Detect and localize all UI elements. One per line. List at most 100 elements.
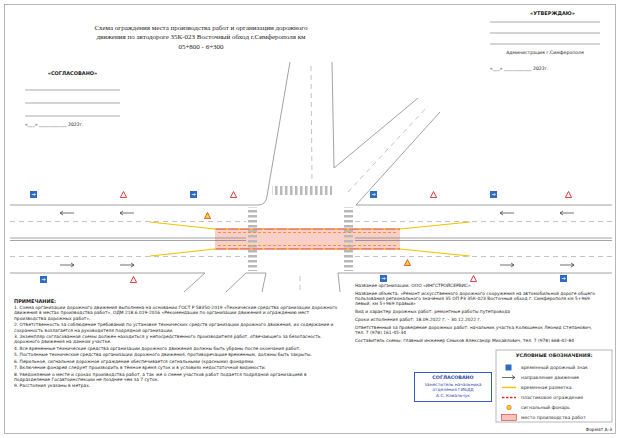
road-edge bbox=[10, 273, 205, 292]
legend-row: временный дорожный знак bbox=[501, 364, 609, 371]
direction-arrow bbox=[560, 263, 574, 267]
legend-row: место производства работ bbox=[501, 414, 609, 421]
legend-sample bbox=[501, 404, 517, 411]
direction-arrow bbox=[60, 263, 74, 267]
legend-row: пластиковое ограждение bbox=[501, 394, 609, 401]
legend-sample bbox=[501, 414, 517, 421]
signature-line bbox=[25, 116, 120, 117]
legend-sample bbox=[501, 364, 517, 371]
road-sign bbox=[130, 277, 136, 283]
road-sign bbox=[560, 275, 567, 282]
authority-name: Администрация г.Симферополя bbox=[490, 50, 600, 56]
road-sign bbox=[40, 276, 47, 283]
barrier-line bbox=[218, 233, 397, 246]
crosswalk bbox=[248, 207, 257, 271]
note-item: 2. Ответственность за соблюдение требова… bbox=[14, 322, 342, 333]
direction-arrow bbox=[560, 211, 574, 215]
legend-swatch bbox=[506, 365, 512, 371]
road-marking bbox=[10, 66, 612, 290]
road-edge bbox=[10, 62, 290, 205]
legend-label: место производства работ bbox=[521, 415, 586, 421]
note-item: 8. Уведомление о месте и сроках производ… bbox=[14, 372, 342, 383]
note-item: 6. Перильное, сигнальное дорожное огражд… bbox=[14, 359, 342, 364]
legend-label: направление движения bbox=[521, 375, 579, 381]
crosswalk bbox=[344, 207, 353, 271]
legend-label: временная разметка bbox=[521, 385, 572, 391]
approval-heading: «УТВЕРЖДАЮ» bbox=[505, 10, 600, 16]
note-item: 5. Постоянные технические средства орган… bbox=[14, 352, 342, 357]
legend-sample bbox=[501, 394, 517, 401]
note-item: 3. Экземпляр согласованной схемы должен … bbox=[14, 334, 342, 345]
page-frame bbox=[5, 5, 616, 434]
road-sign bbox=[230, 192, 236, 198]
legend-row: временная разметка bbox=[501, 384, 609, 391]
road-edge bbox=[338, 273, 612, 292]
legend-swatch bbox=[502, 387, 516, 388]
page-frame bbox=[5, 5, 616, 434]
road-sign bbox=[30, 191, 572, 283]
info-field: Вид и характер дорожных работ: ремонтные… bbox=[355, 309, 600, 314]
road-sign bbox=[470, 276, 476, 282]
info-field: Название объекта: «Ремонт искусственного… bbox=[355, 291, 600, 307]
road-sign bbox=[30, 191, 37, 198]
stamp-text: заместитель начальника отделения ГИБДД bbox=[418, 382, 488, 392]
legend-swatch bbox=[502, 415, 517, 421]
legend-swatch bbox=[502, 397, 516, 399]
scheme-title: Схема ограждения места производства рабо… bbox=[88, 24, 314, 52]
signature-line bbox=[25, 22, 600, 116]
road-edge bbox=[10, 62, 612, 292]
signature-line bbox=[25, 103, 120, 104]
legend-swatch bbox=[507, 405, 511, 409]
note-item: 4. Все временные технические средства ор… bbox=[14, 346, 342, 351]
road-sign bbox=[190, 191, 197, 198]
road-sign bbox=[565, 192, 571, 198]
road-marking bbox=[10, 222, 612, 257]
agreement-heading: «СОГЛАСОВАНО» bbox=[25, 70, 120, 76]
work-zone bbox=[215, 229, 400, 249]
road-marking bbox=[10, 238, 612, 241]
road-marking bbox=[300, 66, 428, 290]
info-field: Название организации: ООО «ИНГСТРОЙСЕРВИ… bbox=[355, 283, 600, 288]
crosswalk bbox=[272, 186, 332, 195]
stamp-text: СОГЛАСОВАНО bbox=[418, 375, 488, 381]
direction-arrow bbox=[120, 263, 134, 267]
barrier-line bbox=[215, 229, 400, 249]
legend-frame bbox=[496, 350, 612, 422]
signature-date: «___» ____________ 2022г. bbox=[490, 66, 600, 72]
road-sign bbox=[204, 213, 210, 219]
road-edge bbox=[332, 62, 418, 168]
direction-arrow bbox=[60, 211, 574, 267]
road-edge bbox=[356, 112, 612, 205]
legend-sample bbox=[501, 384, 517, 391]
road-sign bbox=[430, 192, 436, 198]
direction-arrow bbox=[120, 211, 134, 215]
signature-line bbox=[490, 33, 600, 34]
notes-heading: ПРИМЕЧАНИЕ: bbox=[14, 298, 134, 304]
legend-sample bbox=[501, 374, 517, 381]
road-sign bbox=[404, 260, 410, 266]
direction-arrow bbox=[60, 211, 74, 215]
stamp-text: А.С. Ковальчук bbox=[418, 393, 488, 398]
barrier-line bbox=[215, 229, 400, 249]
road-sign bbox=[370, 191, 377, 198]
legend-swatch bbox=[502, 376, 515, 380]
road-sign bbox=[490, 191, 497, 198]
legend-frame bbox=[496, 350, 612, 422]
barrier-line bbox=[215, 229, 400, 249]
signature-line bbox=[490, 22, 600, 23]
note-item: 1. Схема организации дорожного движения … bbox=[14, 305, 342, 321]
temporary-marking bbox=[150, 222, 470, 256]
direction-arrow bbox=[500, 211, 514, 215]
sheet-format: Формат А-3 bbox=[560, 427, 612, 432]
legend-label: сигнальный фонарь bbox=[521, 405, 570, 411]
note-item: 7. Включение фонарей следует производить… bbox=[14, 365, 342, 370]
legend-row: направление движения bbox=[501, 374, 609, 381]
signature-line bbox=[490, 44, 600, 45]
work-zone bbox=[215, 229, 400, 249]
direction-arrow bbox=[500, 263, 514, 267]
info-field: Ответственный за проведение дорожных раб… bbox=[355, 325, 600, 336]
signature-line bbox=[25, 90, 120, 91]
signature-date: «___» ____________ 2022г. bbox=[25, 122, 125, 128]
info-field: Сроки исполнения работ: 18.09.2022 г. – … bbox=[355, 317, 600, 322]
road-sign bbox=[380, 275, 387, 282]
